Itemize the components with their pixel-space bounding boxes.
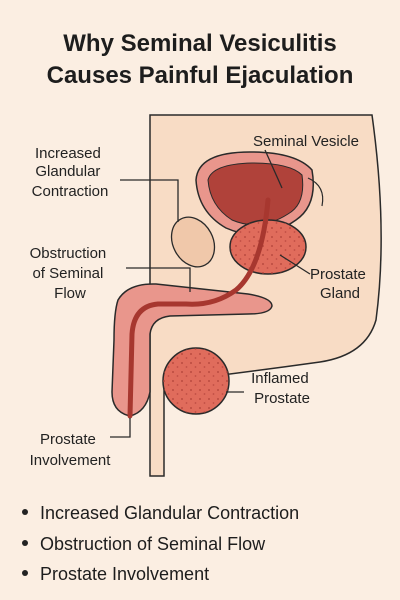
leader-increased-contraction [120,179,179,222]
seminal-vesicle-shape [195,151,324,236]
label-prostate-gland: Prostate Gland [310,266,370,302]
page-title: Why Seminal Vesiculitis Causes Painful E… [0,28,400,92]
pale-gland-oval [170,216,216,268]
title-line-1: Why Seminal Vesiculitis [63,30,337,57]
leader-prostate-gland [279,254,311,275]
bullet-text: Increased Glandular Contraction [40,503,300,523]
bullet-item: Prostate Involvement [22,559,299,590]
bullet-dot-icon [22,570,28,577]
label-inflamed-prostate: Inflamed Prostate [251,370,313,407]
anatomy-diagram: Increased Glandular Contraction Seminal … [30,114,382,477]
bullet-dot-icon [22,509,28,516]
bullet-text: Obstruction of Seminal Flow [40,533,266,554]
label-obstruction: Obstruction of Seminal Flow [30,245,111,302]
leader-prostate-involvement [110,418,131,438]
bullet-item: Obstruction of Seminal Flow [22,529,299,560]
label-prostate-involvement: Prostate Involvement [30,431,112,469]
leader-obstruction [126,267,191,292]
bullet-item: Increased Glandular Contraction [22,498,299,529]
label-seminal-vesicle: Seminal Vesicle [253,133,359,150]
prostate-gland-shape [229,219,307,275]
inflamed-prostate-shape [162,347,230,415]
leader-seminal-vesicle [264,149,283,189]
bullet-dot-icon [22,539,28,546]
bullet-text: Prostate Involvement [40,564,210,584]
urethra-tissue [111,283,273,417]
bullet-list: Increased Glandular Contraction Obstruct… [22,498,299,590]
ejaculatory-duct [127,197,271,419]
label-increased-contraction: Increased Glandular Contraction [32,145,109,200]
title-line-2: Causes Painful Ejaculation [46,62,354,89]
